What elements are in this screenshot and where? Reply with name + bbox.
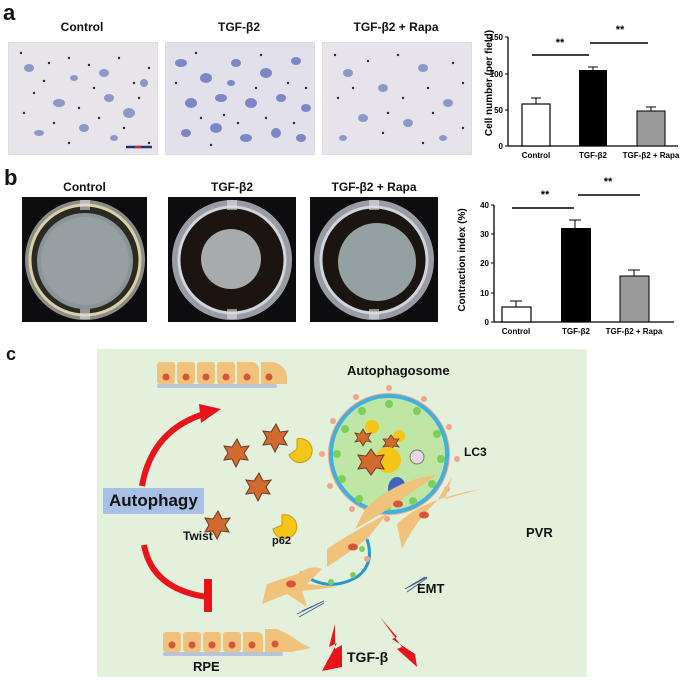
chart-a-ytick: 100 xyxy=(490,70,504,79)
gel-well-control xyxy=(22,197,147,322)
chart-a-sig-2: ** xyxy=(616,24,625,36)
tgf-bolt-icon xyxy=(380,617,417,667)
chart-a-xtick: Control xyxy=(522,151,550,160)
tgf-bolt-icon xyxy=(322,624,342,671)
rpe-layer-bottom xyxy=(163,629,311,656)
gel-well-tgf-rapa-image xyxy=(314,200,434,320)
arrow-head-icon xyxy=(199,404,221,423)
chart-b-ytick: 20 xyxy=(480,259,489,268)
micrograph-control-image xyxy=(9,43,157,154)
gel-well-control-image xyxy=(25,200,145,320)
inhibit-bar-icon xyxy=(204,579,212,612)
pvr-label: PVR xyxy=(526,525,553,540)
chart-a-xtick: TGF-β2 + Rapa xyxy=(623,151,680,160)
bar-control xyxy=(521,103,551,147)
chart-b-sig-1: ** xyxy=(541,189,550,201)
chart-b-xtick: Control xyxy=(502,327,530,336)
gel-well-tgf xyxy=(168,197,296,322)
micrograph-tgf-rapa-image xyxy=(323,43,471,154)
chart-cell-number: Cell number (per field) 0 50 100 150 ** … xyxy=(484,24,680,160)
autophagy-label: Autophagy xyxy=(103,488,204,514)
chart-a-xtick: TGF-β2 xyxy=(579,151,608,160)
panel-a-title-tgf-rapa: TGF-β2 + Rapa xyxy=(353,20,439,34)
emt-label: EMT xyxy=(417,581,445,596)
promote-arrow xyxy=(139,410,208,487)
panel-b-title-tgf-rapa: TGF-β2 + Rapa xyxy=(331,180,417,194)
panel-a-letter: a xyxy=(3,0,16,25)
micrograph-tgf xyxy=(165,42,315,155)
bar-tgf-rapa xyxy=(619,275,650,323)
gel-well-tgf-rapa xyxy=(310,197,438,322)
chart-b-xtick: TGF-β2 xyxy=(562,327,591,336)
micrograph-control xyxy=(8,42,158,155)
bar-control xyxy=(501,306,532,323)
chart-b-ytick: 30 xyxy=(480,230,489,239)
panel-a-title-control: Control xyxy=(60,20,104,34)
chart-a-sig-1: ** xyxy=(556,37,565,49)
chart-b-xtick: TGF-β2 + Rapa xyxy=(606,327,663,336)
chart-contraction-index: Contraction index (%) 0 10 20 30 40 ** *… xyxy=(457,176,674,336)
p62-icons xyxy=(272,438,313,540)
twist-label: Twist xyxy=(183,529,213,543)
chart-b-bars xyxy=(501,219,650,323)
bar-tgf xyxy=(579,70,607,146)
chart-a-bars xyxy=(521,66,666,147)
panel-b-title-tgf: TGF-β2 xyxy=(211,180,253,194)
panel-a-title-tgf: TGF-β2 xyxy=(218,20,260,34)
chart-b-ytick: 40 xyxy=(480,201,489,210)
chart-b-sig-2: ** xyxy=(604,176,613,188)
chart-a-ytick: 0 xyxy=(499,142,504,151)
autophagy-emt-diagram: Autophagy Autophagosome LC3 Twist p62 PV… xyxy=(97,349,587,677)
gel-well-tgf-image xyxy=(172,200,292,320)
inhibit-arrow xyxy=(141,544,208,600)
tgf-beta-label: TGF-β xyxy=(347,649,389,665)
chart-b-ytick: 0 xyxy=(485,318,490,327)
panel-b-letter: b xyxy=(4,165,18,190)
panel-c-letter: c xyxy=(6,344,17,364)
autophagosome-label: Autophagosome xyxy=(347,363,450,378)
panel-b-title-control: Control xyxy=(63,180,106,194)
lc3-label: LC3 xyxy=(464,445,487,459)
chart-b-ytick: 10 xyxy=(480,289,489,298)
chart-a-ylabel: Cell number (per field) xyxy=(484,30,495,136)
bar-tgf xyxy=(561,228,591,322)
bar-tgf-rapa xyxy=(636,110,666,147)
micrograph-tgf-image xyxy=(166,43,314,154)
chart-b-ylabel: Contraction index (%) xyxy=(457,208,468,311)
rpe-layer-top xyxy=(157,362,287,388)
rpe-label: RPE xyxy=(193,659,220,674)
micrograph-tgf-rapa xyxy=(322,42,472,155)
chart-a-ytick: 50 xyxy=(494,106,503,115)
chart-a-ytick: 150 xyxy=(490,33,504,42)
twist-icons xyxy=(204,422,290,541)
p62-label: p62 xyxy=(272,535,291,547)
phagophore xyxy=(299,538,371,586)
diagram-graphics xyxy=(139,362,481,671)
